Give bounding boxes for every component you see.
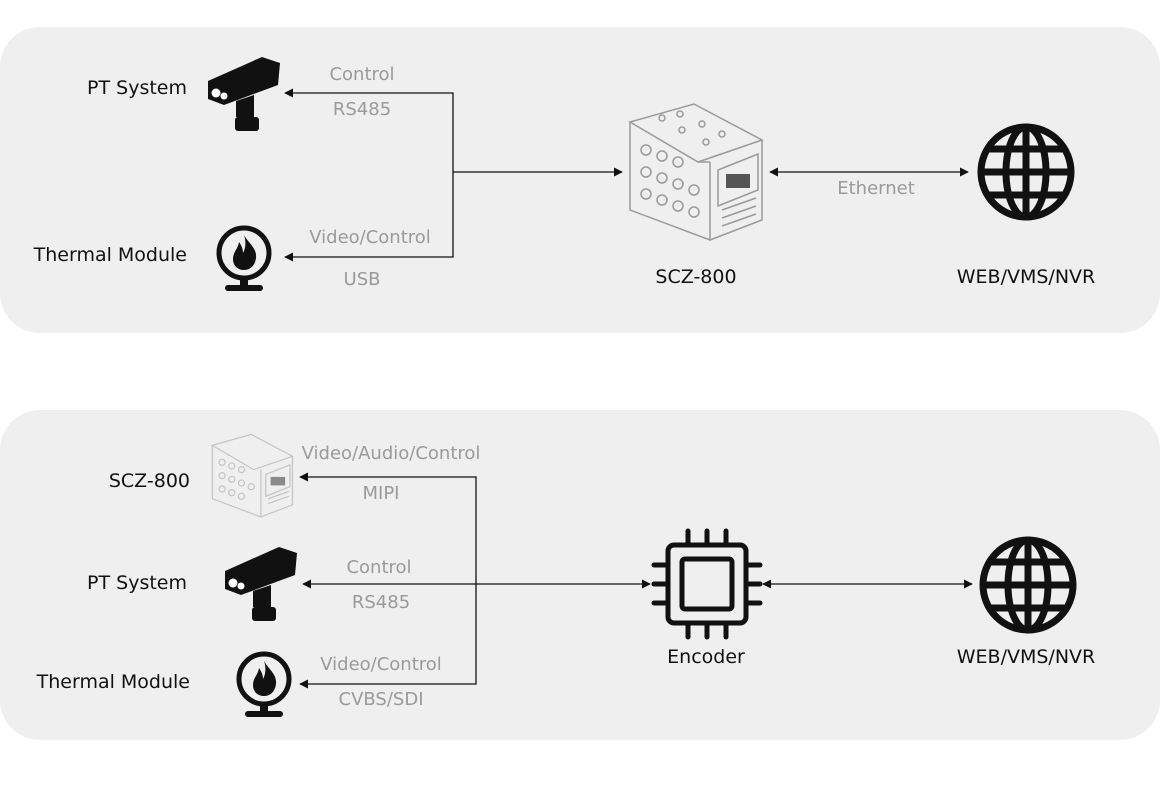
zoom-camera-module-icon — [628, 103, 764, 242]
ptz-camera-icon — [208, 57, 280, 131]
wire-to-thermal-bottom — [299, 584, 477, 689]
thermal-flame-webcam-icon-bottom — [236, 651, 292, 717]
chip-icon — [651, 528, 763, 640]
globe-icon — [977, 123, 1075, 221]
wire-to-camera-bottom — [299, 472, 477, 584]
network-link-protocol: Ethernet — [837, 178, 915, 199]
thermal-flame-webcam-icon — [216, 225, 272, 291]
pt-system-label-bottom: PT System — [87, 572, 187, 594]
thermal-link-interface: USB — [343, 269, 381, 290]
pt-link-protocol: Control — [329, 64, 395, 85]
bottom-wires — [299, 472, 973, 689]
thermal-module-label-bottom: Thermal Module — [36, 671, 190, 693]
zoom-camera-module-icon-small — [210, 433, 294, 518]
thermal-link-interface-bottom: CVBS/SDI — [338, 689, 424, 710]
top-diagram-panel — [0, 27, 1160, 333]
pt-link-interface: RS485 — [332, 99, 392, 120]
pt-system-label: PT System — [87, 77, 187, 99]
network-label-bottom: WEB/VMS/NVR — [956, 646, 1096, 668]
globe-icon-bottom — [979, 536, 1077, 634]
camera-label: SCZ-800 — [655, 266, 737, 288]
encoder-label: Encoder — [667, 646, 745, 668]
bottom-diagram-panel — [0, 410, 1160, 740]
network-label: WEB/VMS/NVR — [956, 266, 1096, 288]
pt-link-interface-bottom: RS485 — [351, 592, 411, 613]
camera-link-protocol: Video/Audio/Control — [301, 443, 481, 464]
ptz-camera-icon-bottom — [225, 547, 297, 621]
top-wires — [284, 88, 969, 262]
thermal-link-protocol: Video/Control — [309, 227, 431, 248]
camera-link-interface: MIPI — [362, 483, 400, 504]
pt-link-protocol-bottom: Control — [346, 557, 412, 578]
wire-to-thermal-module — [284, 172, 454, 262]
thermal-link-protocol-bottom: Video/Control — [320, 654, 442, 675]
camera-label-bottom: SCZ-800 — [108, 470, 190, 492]
thermal-module-label: Thermal Module — [33, 244, 187, 266]
wire-to-pt-system — [284, 88, 454, 172]
